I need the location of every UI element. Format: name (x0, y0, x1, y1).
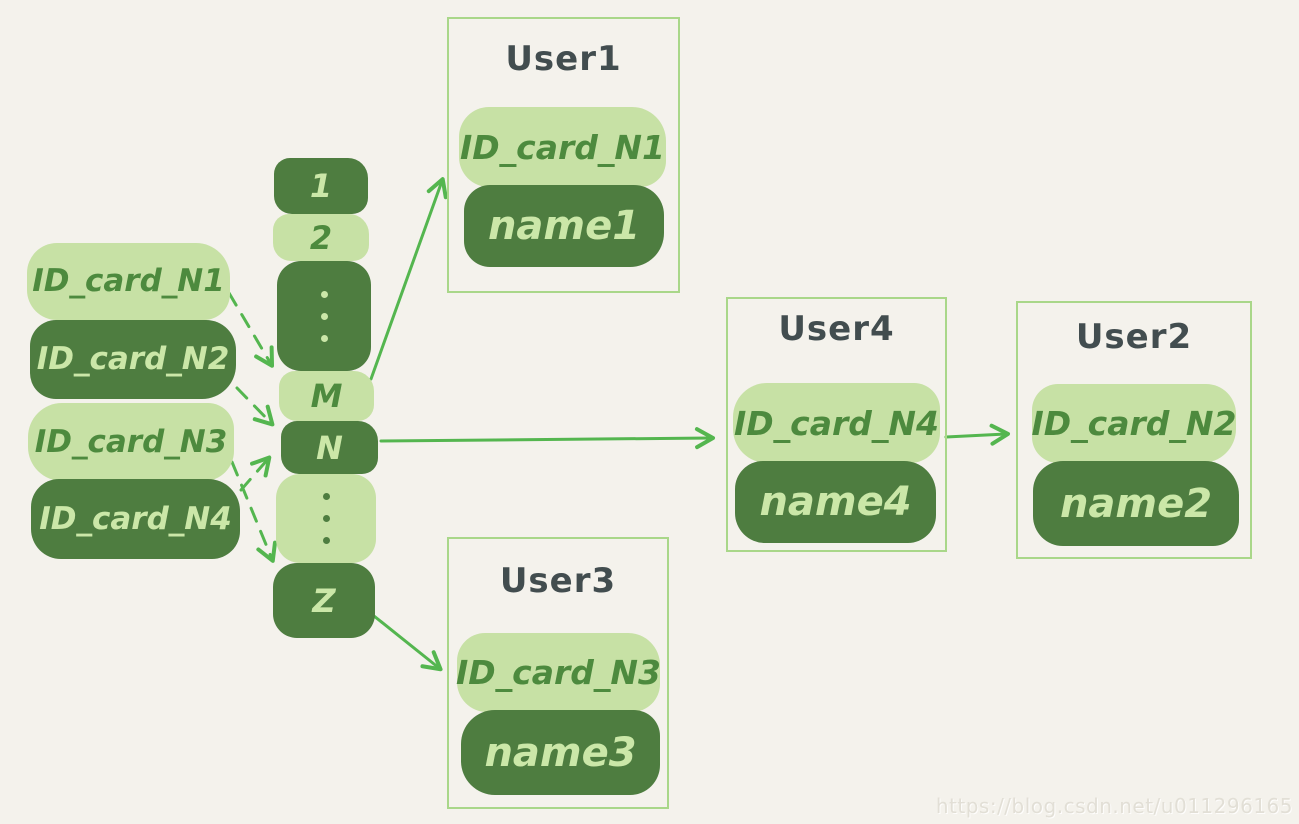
user4-box: User4 ID_card_N4 name4 (726, 297, 947, 552)
user4-title: User4 (778, 309, 895, 349)
user1-title: User1 (505, 39, 622, 79)
bucket-m: M (279, 371, 374, 421)
arrow-bucket-n-to-user4 (379, 427, 715, 450)
ellipsis-dots (320, 290, 328, 342)
user2-box: User2 ID_card_N2 name2 (1016, 301, 1252, 559)
user3-name: name3 (461, 710, 660, 795)
arrow-bucket-m-to-user1 (369, 177, 448, 381)
id-card-n4: ID_card_N4 (31, 479, 240, 559)
user3-box: User3 ID_card_N3 name3 (447, 537, 669, 809)
id-card-n2: ID_card_N2 (30, 320, 236, 399)
user3-title: User3 (499, 561, 617, 601)
id-card-n1: ID_card_N1 (27, 243, 230, 320)
bucket-2: 2 (273, 214, 369, 261)
user2-id-card: ID_card_N2 (1032, 384, 1237, 463)
user1-name: name1 (464, 185, 664, 267)
bucket-ellipsis-lower (276, 474, 376, 563)
arrow-bucket-z-to-user3 (372, 614, 443, 672)
arrow-user4-to-user2 (944, 423, 1010, 446)
user3-id-card: ID_card_N3 (456, 633, 661, 712)
arrow-idcard-n4-to-bucket-n (239, 455, 272, 492)
watermark-url: https://blog.csdn.net/u011296165 (935, 794, 1293, 818)
user4-id-card: ID_card_N4 (733, 383, 940, 463)
arrow-idcard-n2-to-bucket-n (235, 386, 275, 427)
user2-name: name2 (1033, 461, 1239, 546)
bucket-z: Z (273, 563, 375, 638)
bucket-ellipsis-upper (277, 261, 371, 371)
bucket-n: N (281, 421, 378, 474)
ellipsis-dots (322, 493, 330, 544)
user4-name: name4 (735, 461, 936, 543)
user2-title: User2 (1075, 317, 1193, 357)
id-card-n3: ID_card_N3 (28, 403, 234, 481)
bucket-1: 1 (274, 158, 368, 214)
user1-id-card: ID_card_N1 (459, 107, 666, 187)
user1-box: User1 ID_card_N1 name1 (447, 17, 680, 293)
